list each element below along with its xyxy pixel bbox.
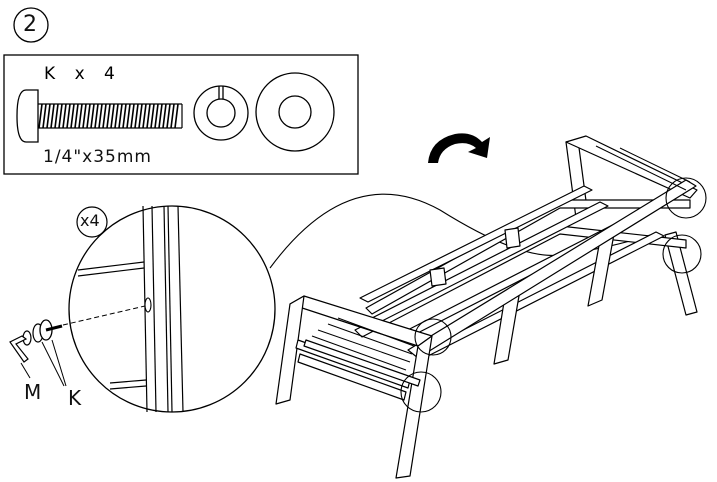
joint-highlight-1 (414, 318, 452, 356)
curved-arrow-icon (428, 133, 490, 163)
joint-highlight-4 (662, 234, 702, 274)
detail-repeat-label: x4 (80, 211, 100, 230)
step-number-circle (13, 7, 49, 43)
joint-highlight-3 (665, 177, 707, 219)
callout-leader-m (20, 362, 31, 379)
callout-leader-k-2 (51, 339, 67, 387)
bolt-icon (16, 89, 183, 143)
flat-washer-icon (255, 72, 335, 152)
bench-slat-lines (311, 145, 691, 371)
parts-box-frame (3, 54, 359, 175)
multiply-sign: x (74, 64, 87, 84)
part-quantity: 4 (104, 64, 117, 84)
callout-tool-label: M (24, 380, 42, 404)
lock-washer-icon (193, 85, 249, 141)
detail-zoom-circle (62, 205, 276, 413)
step-number: 2 (23, 12, 37, 37)
hardware-stack (22, 319, 63, 346)
parts-quantity-line: K x 4 (44, 64, 117, 84)
detail-leader-line (269, 193, 651, 269)
allen-key-icon (9, 335, 29, 363)
joint-highlight-2 (400, 371, 442, 413)
part-code: K (44, 64, 58, 84)
callout-leader-k-1 (41, 341, 65, 387)
bench-illustration (275, 135, 698, 479)
bolt-size-label: 1/4"x35mm (43, 147, 152, 167)
callout-hardware-label: K (68, 386, 82, 410)
